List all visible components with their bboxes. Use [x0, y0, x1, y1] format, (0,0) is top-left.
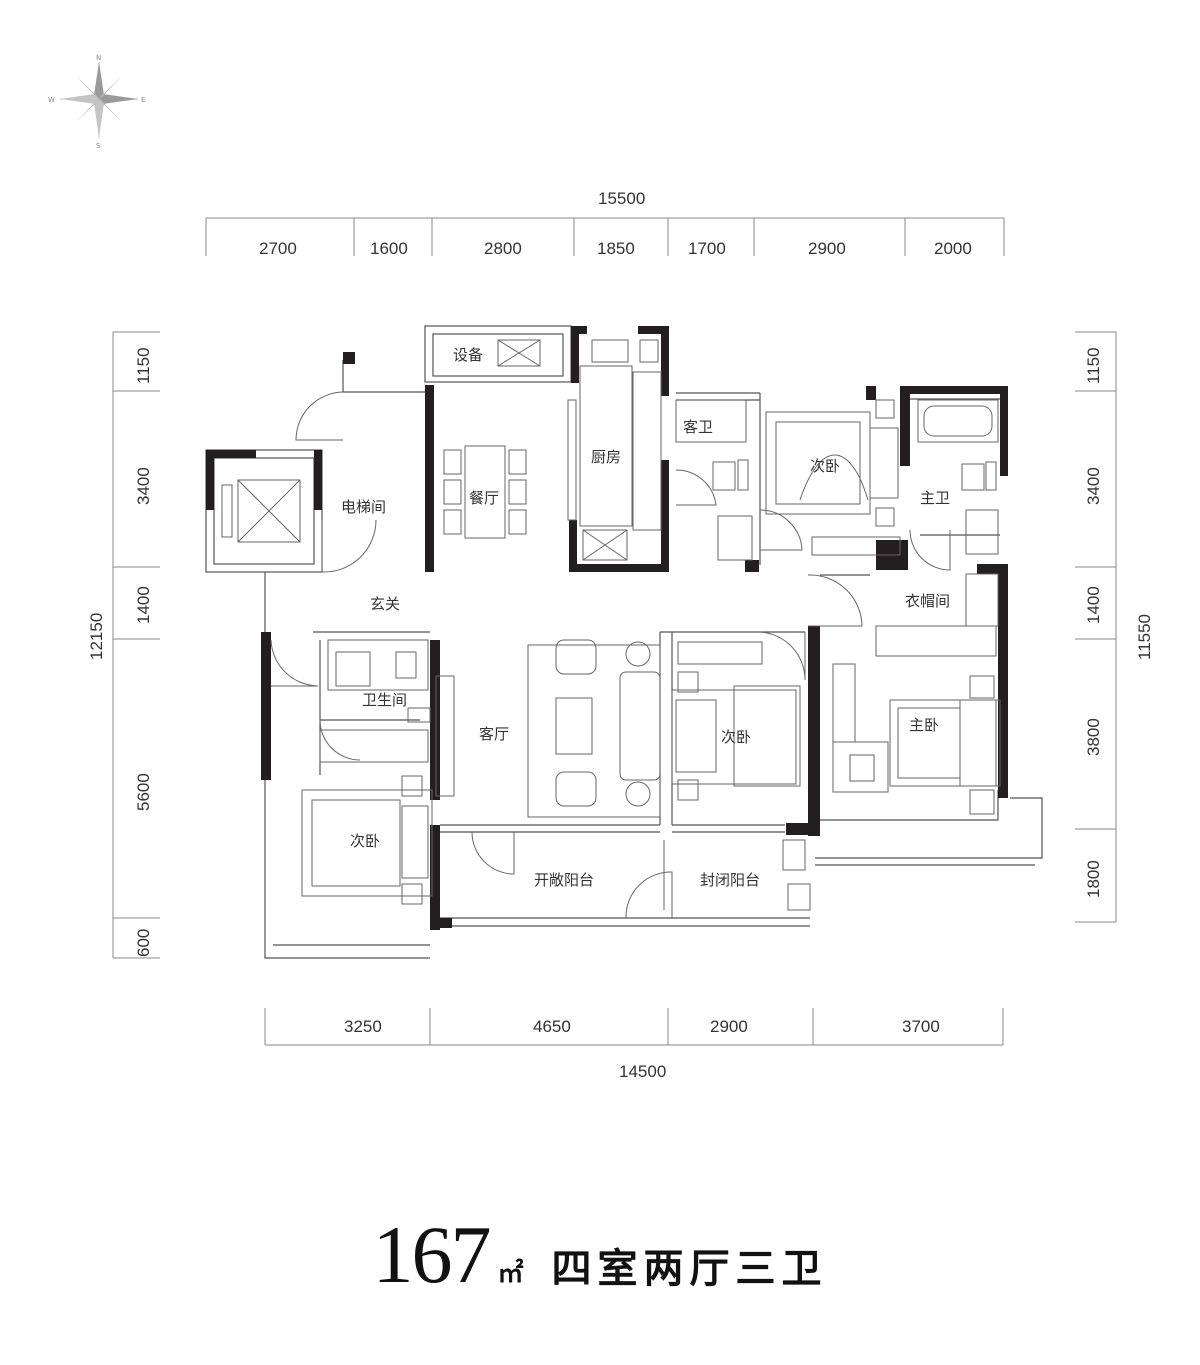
- dim-right-total: 11550: [1135, 614, 1154, 660]
- label-bedroom-center: 次卧: [721, 728, 751, 746]
- label-bedroom-sw: 次卧: [350, 832, 380, 850]
- heavy-walls: [206, 326, 1008, 930]
- layout-type: 四室两厅三卫: [551, 1246, 828, 1292]
- top-dimensions: 15500 2700 1600 2800 1850 1700 2900 2000: [205, 189, 1005, 258]
- label-guest-bath: 客卫: [683, 418, 713, 436]
- label-elevator: 电梯间: [341, 498, 386, 516]
- dim-right-5: 1800: [1084, 860, 1103, 898]
- unit-headline: 167 ㎡ 四室两厅三卫: [0, 1208, 1200, 1300]
- dim-left-2: 3400: [134, 467, 153, 505]
- dim-left-total: 12150: [87, 613, 106, 660]
- furniture: [221, 339, 1001, 911]
- compass-west: W: [48, 96, 55, 104]
- label-equipment: 设备: [453, 346, 483, 364]
- label-washroom: 卫生间: [362, 691, 407, 709]
- right-dimensions: 1150 3400 1400 3800 1800 11550: [1075, 331, 1154, 923]
- room-labels: 设备 餐厅 厨房 客卫 次卧 主卫 电梯间 玄关 衣帽间 卫生间 客厅 次卧 主…: [341, 346, 950, 889]
- label-living: 客厅: [479, 725, 509, 743]
- dim-top-5: 1700: [688, 239, 726, 258]
- dim-left-5: 600: [134, 929, 153, 957]
- dim-top-7: 2000: [934, 239, 972, 258]
- dim-left-4: 5600: [134, 773, 153, 811]
- floor-area: 167: [372, 1209, 491, 1300]
- dim-left-3: 1400: [134, 586, 153, 624]
- label-master-bath: 主卫: [920, 489, 950, 507]
- dim-top-total: 15500: [598, 189, 645, 208]
- dim-top-3: 2800: [484, 239, 522, 258]
- dim-bottom-2: 4650: [533, 1017, 571, 1036]
- label-foyer: 玄关: [370, 595, 400, 613]
- dim-right-4: 3800: [1084, 718, 1103, 756]
- label-kitchen: 厨房: [591, 448, 621, 466]
- label-bedroom-ne: 次卧: [810, 457, 840, 475]
- dim-right-1: 1150: [1084, 347, 1103, 384]
- dim-bottom-total: 14500: [619, 1062, 666, 1081]
- left-dimensions: 12150 1150 3400 1400 5600 600: [87, 331, 160, 959]
- dim-left-1: 1150: [134, 347, 153, 384]
- compass-icon: N S E W: [48, 54, 145, 150]
- dim-top-4: 1850: [597, 239, 635, 258]
- area-unit: ㎡: [497, 1259, 524, 1289]
- label-master-bedroom: 主卧: [909, 716, 939, 734]
- compass-south: S: [96, 142, 101, 150]
- compass-north: N: [96, 54, 101, 62]
- label-closed-balcony: 封闭阳台: [700, 871, 760, 889]
- dim-top-2: 1600: [370, 239, 408, 258]
- dim-bottom-1: 3250: [344, 1017, 382, 1036]
- bottom-dimensions: 3250 4650 2900 3700 14500: [264, 1008, 1004, 1081]
- thin-walls: [205, 325, 1043, 959]
- label-dining: 餐厅: [469, 489, 499, 507]
- dim-right-3: 1400: [1084, 586, 1103, 624]
- label-open-balcony: 开敞阳台: [534, 871, 594, 889]
- dim-right-2: 3400: [1084, 467, 1103, 505]
- compass-east: E: [141, 96, 145, 104]
- dim-bottom-4: 3700: [902, 1017, 940, 1036]
- label-cloakroom: 衣帽间: [905, 592, 950, 610]
- doors: [270, 391, 951, 919]
- dim-top-6: 2900: [808, 239, 846, 258]
- dim-bottom-3: 2900: [710, 1017, 748, 1036]
- dim-top-1: 2700: [259, 239, 297, 258]
